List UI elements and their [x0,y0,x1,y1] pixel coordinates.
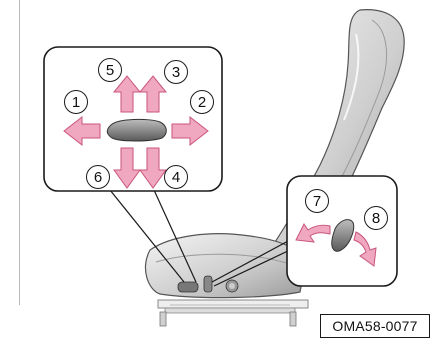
label-7: 7 [305,189,329,213]
seat-rails [158,300,308,326]
label-6: 6 [86,165,110,189]
seat-cushion [145,234,306,298]
label-8: 8 [364,206,388,230]
label-4: 4 [164,165,188,189]
label-2: 2 [190,90,214,114]
figure-code: OMA58-0077 [320,314,430,338]
label-3: 3 [164,60,188,84]
seat-slide-switch [107,119,166,141]
label-5: 5 [98,58,122,82]
label-1: 1 [64,90,88,114]
